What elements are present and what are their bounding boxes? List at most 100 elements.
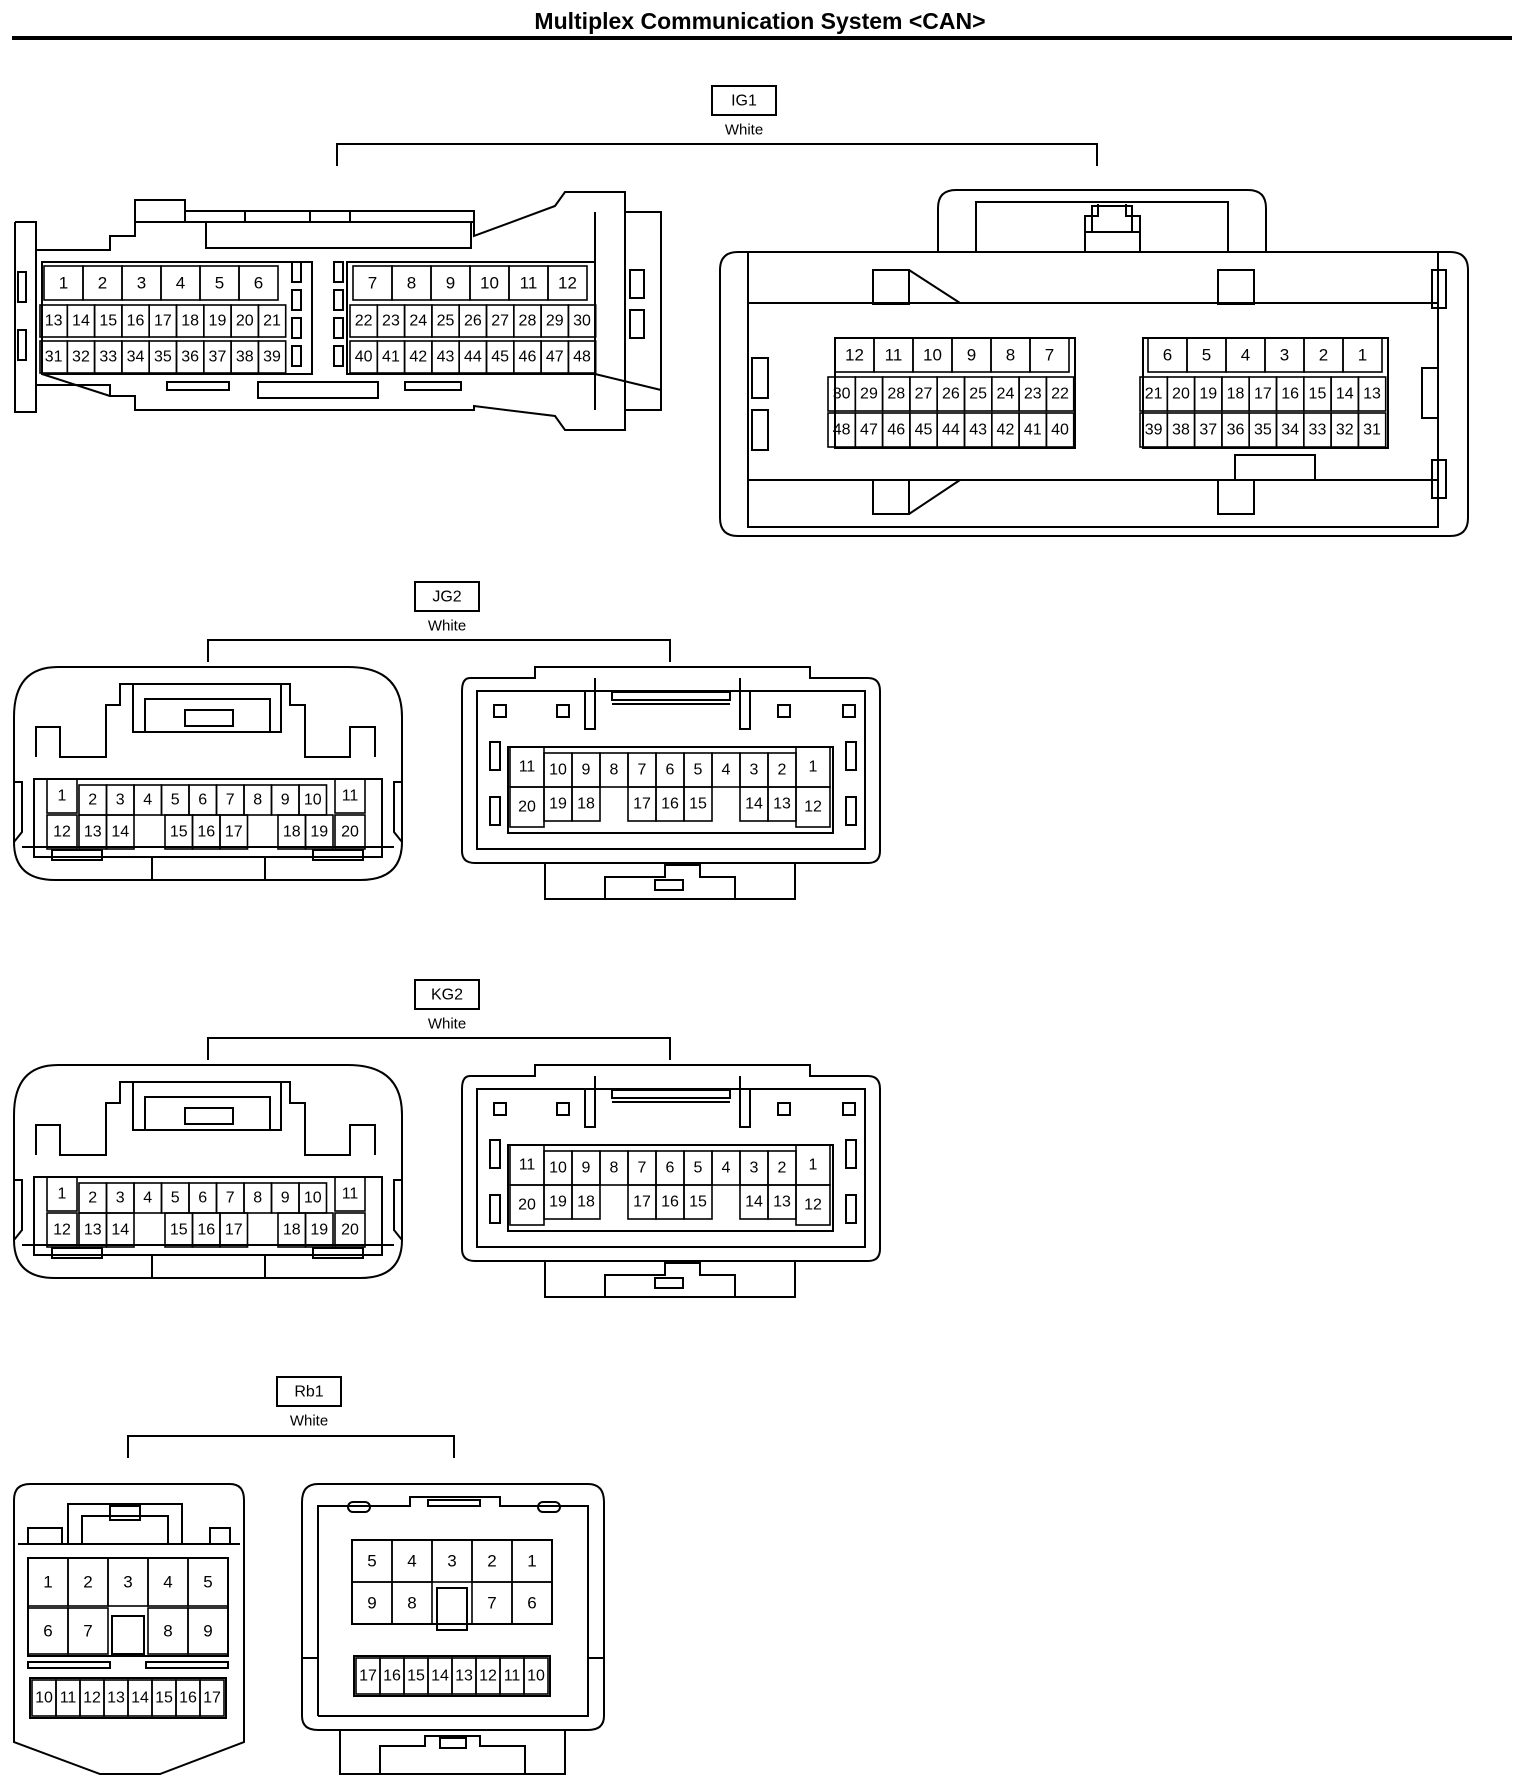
pin-number: 31 xyxy=(45,349,63,366)
pin-cell xyxy=(334,778,366,814)
pin-number: 16 xyxy=(661,1194,679,1211)
pin-number: 4 xyxy=(722,1160,731,1177)
latch-slot xyxy=(205,221,472,249)
pin-cell xyxy=(683,1184,713,1220)
pin-number: 11 xyxy=(885,346,903,365)
pin-number: 7 xyxy=(226,792,235,809)
pin-number: 4 xyxy=(163,1573,172,1592)
pin-cell xyxy=(67,1607,109,1655)
pin-number: 4 xyxy=(1241,346,1250,365)
pin-number: 6 xyxy=(254,274,263,293)
pin-cell xyxy=(46,1212,78,1248)
pin-number: 7 xyxy=(226,1190,235,1207)
pin-number: 15 xyxy=(170,1222,188,1239)
key xyxy=(436,1587,468,1631)
pin-number: 14 xyxy=(745,796,763,813)
pin-number: 45 xyxy=(491,349,509,366)
pin-number: 20 xyxy=(341,824,359,841)
page-title: Multiplex Communication System <CAN> xyxy=(534,8,986,34)
cavity xyxy=(33,778,383,858)
cavity xyxy=(33,1176,383,1256)
pin-number: 21 xyxy=(263,313,281,330)
housing-outline xyxy=(301,1483,605,1731)
pin-number: 18 xyxy=(1227,386,1245,403)
pin-number: 8 xyxy=(253,1190,262,1207)
pin-number: 7 xyxy=(638,1160,647,1177)
pin-cell xyxy=(1045,412,1075,448)
pin-number: 5 xyxy=(694,1160,703,1177)
pin-number: 14 xyxy=(745,1194,763,1211)
connector-bracket xyxy=(207,639,671,662)
pin-number: 17 xyxy=(225,824,243,841)
pin-cell xyxy=(567,340,597,374)
pin-number: 6 xyxy=(198,1190,207,1207)
pin-number: 5 xyxy=(171,792,180,809)
pin-number: 15 xyxy=(155,1690,173,1707)
pin-number: 20 xyxy=(518,1197,536,1214)
pin-number: 2 xyxy=(778,762,787,779)
pin-cell xyxy=(391,1581,433,1625)
pin-number: 17 xyxy=(225,1222,243,1239)
pin-number: 18 xyxy=(577,796,595,813)
pin-number: 15 xyxy=(407,1668,425,1685)
pin-number: 27 xyxy=(491,313,509,330)
pin-number: 25 xyxy=(969,386,987,403)
pin-number: 4 xyxy=(143,1190,152,1207)
pin-number: 29 xyxy=(860,386,878,403)
pin-number: 11 xyxy=(519,759,536,776)
pin-number: 8 xyxy=(610,762,619,779)
pin-number: 46 xyxy=(519,349,537,366)
pin-number: 48 xyxy=(833,422,851,439)
cavity-left xyxy=(41,261,313,375)
pin-cell xyxy=(1045,376,1075,412)
pin-number: 3 xyxy=(447,1552,456,1571)
pin-number: 47 xyxy=(546,349,564,366)
connector-id-box xyxy=(276,1376,342,1407)
pin-cell xyxy=(334,814,366,850)
pin-number: 29 xyxy=(546,313,564,330)
inner-frame xyxy=(747,251,1439,528)
pin-number: 17 xyxy=(633,1194,651,1211)
pin-number: 10 xyxy=(549,1160,567,1177)
pin-cell xyxy=(46,814,78,850)
pin-number: 26 xyxy=(942,386,960,403)
pin-number: 11 xyxy=(504,1668,521,1685)
pin-number: 13 xyxy=(84,824,102,841)
pin-cell xyxy=(1029,337,1070,373)
pin-number: 34 xyxy=(1281,422,1299,439)
pin-number: 1 xyxy=(527,1552,536,1571)
pin-number: 42 xyxy=(409,349,427,366)
pin-number: 6 xyxy=(666,1160,675,1177)
pin-number: 10 xyxy=(549,762,567,779)
pin-number: 16 xyxy=(127,313,145,330)
pin-number: 9 xyxy=(281,1190,290,1207)
pin-cell xyxy=(571,786,601,822)
pin-number: 40 xyxy=(355,349,373,366)
pin-cell xyxy=(105,1212,135,1248)
pin-cell xyxy=(334,1212,366,1248)
connector-color: White xyxy=(290,1413,328,1430)
pin-cell xyxy=(1342,337,1383,373)
pin-number: 36 xyxy=(181,349,199,366)
pin-number: 5 xyxy=(1202,346,1211,365)
connector-id: IG1 xyxy=(731,93,757,110)
pin-cell xyxy=(187,1557,229,1607)
pin-number: 39 xyxy=(263,349,281,366)
connector-color: White xyxy=(725,122,763,139)
pin-number: 25 xyxy=(437,313,455,330)
pin-number: 13 xyxy=(84,1222,102,1239)
connector-bracket xyxy=(207,1037,671,1060)
pin-cell xyxy=(795,1184,831,1226)
pin-cell xyxy=(257,304,287,338)
pin-number: 15 xyxy=(99,313,117,330)
pin-number: 45 xyxy=(915,422,933,439)
pin-number: 16 xyxy=(197,1222,215,1239)
pin-number: 22 xyxy=(355,313,373,330)
housing-outline xyxy=(13,1483,245,1775)
pin-number: 7 xyxy=(1045,346,1054,365)
pin-number: 30 xyxy=(573,313,591,330)
